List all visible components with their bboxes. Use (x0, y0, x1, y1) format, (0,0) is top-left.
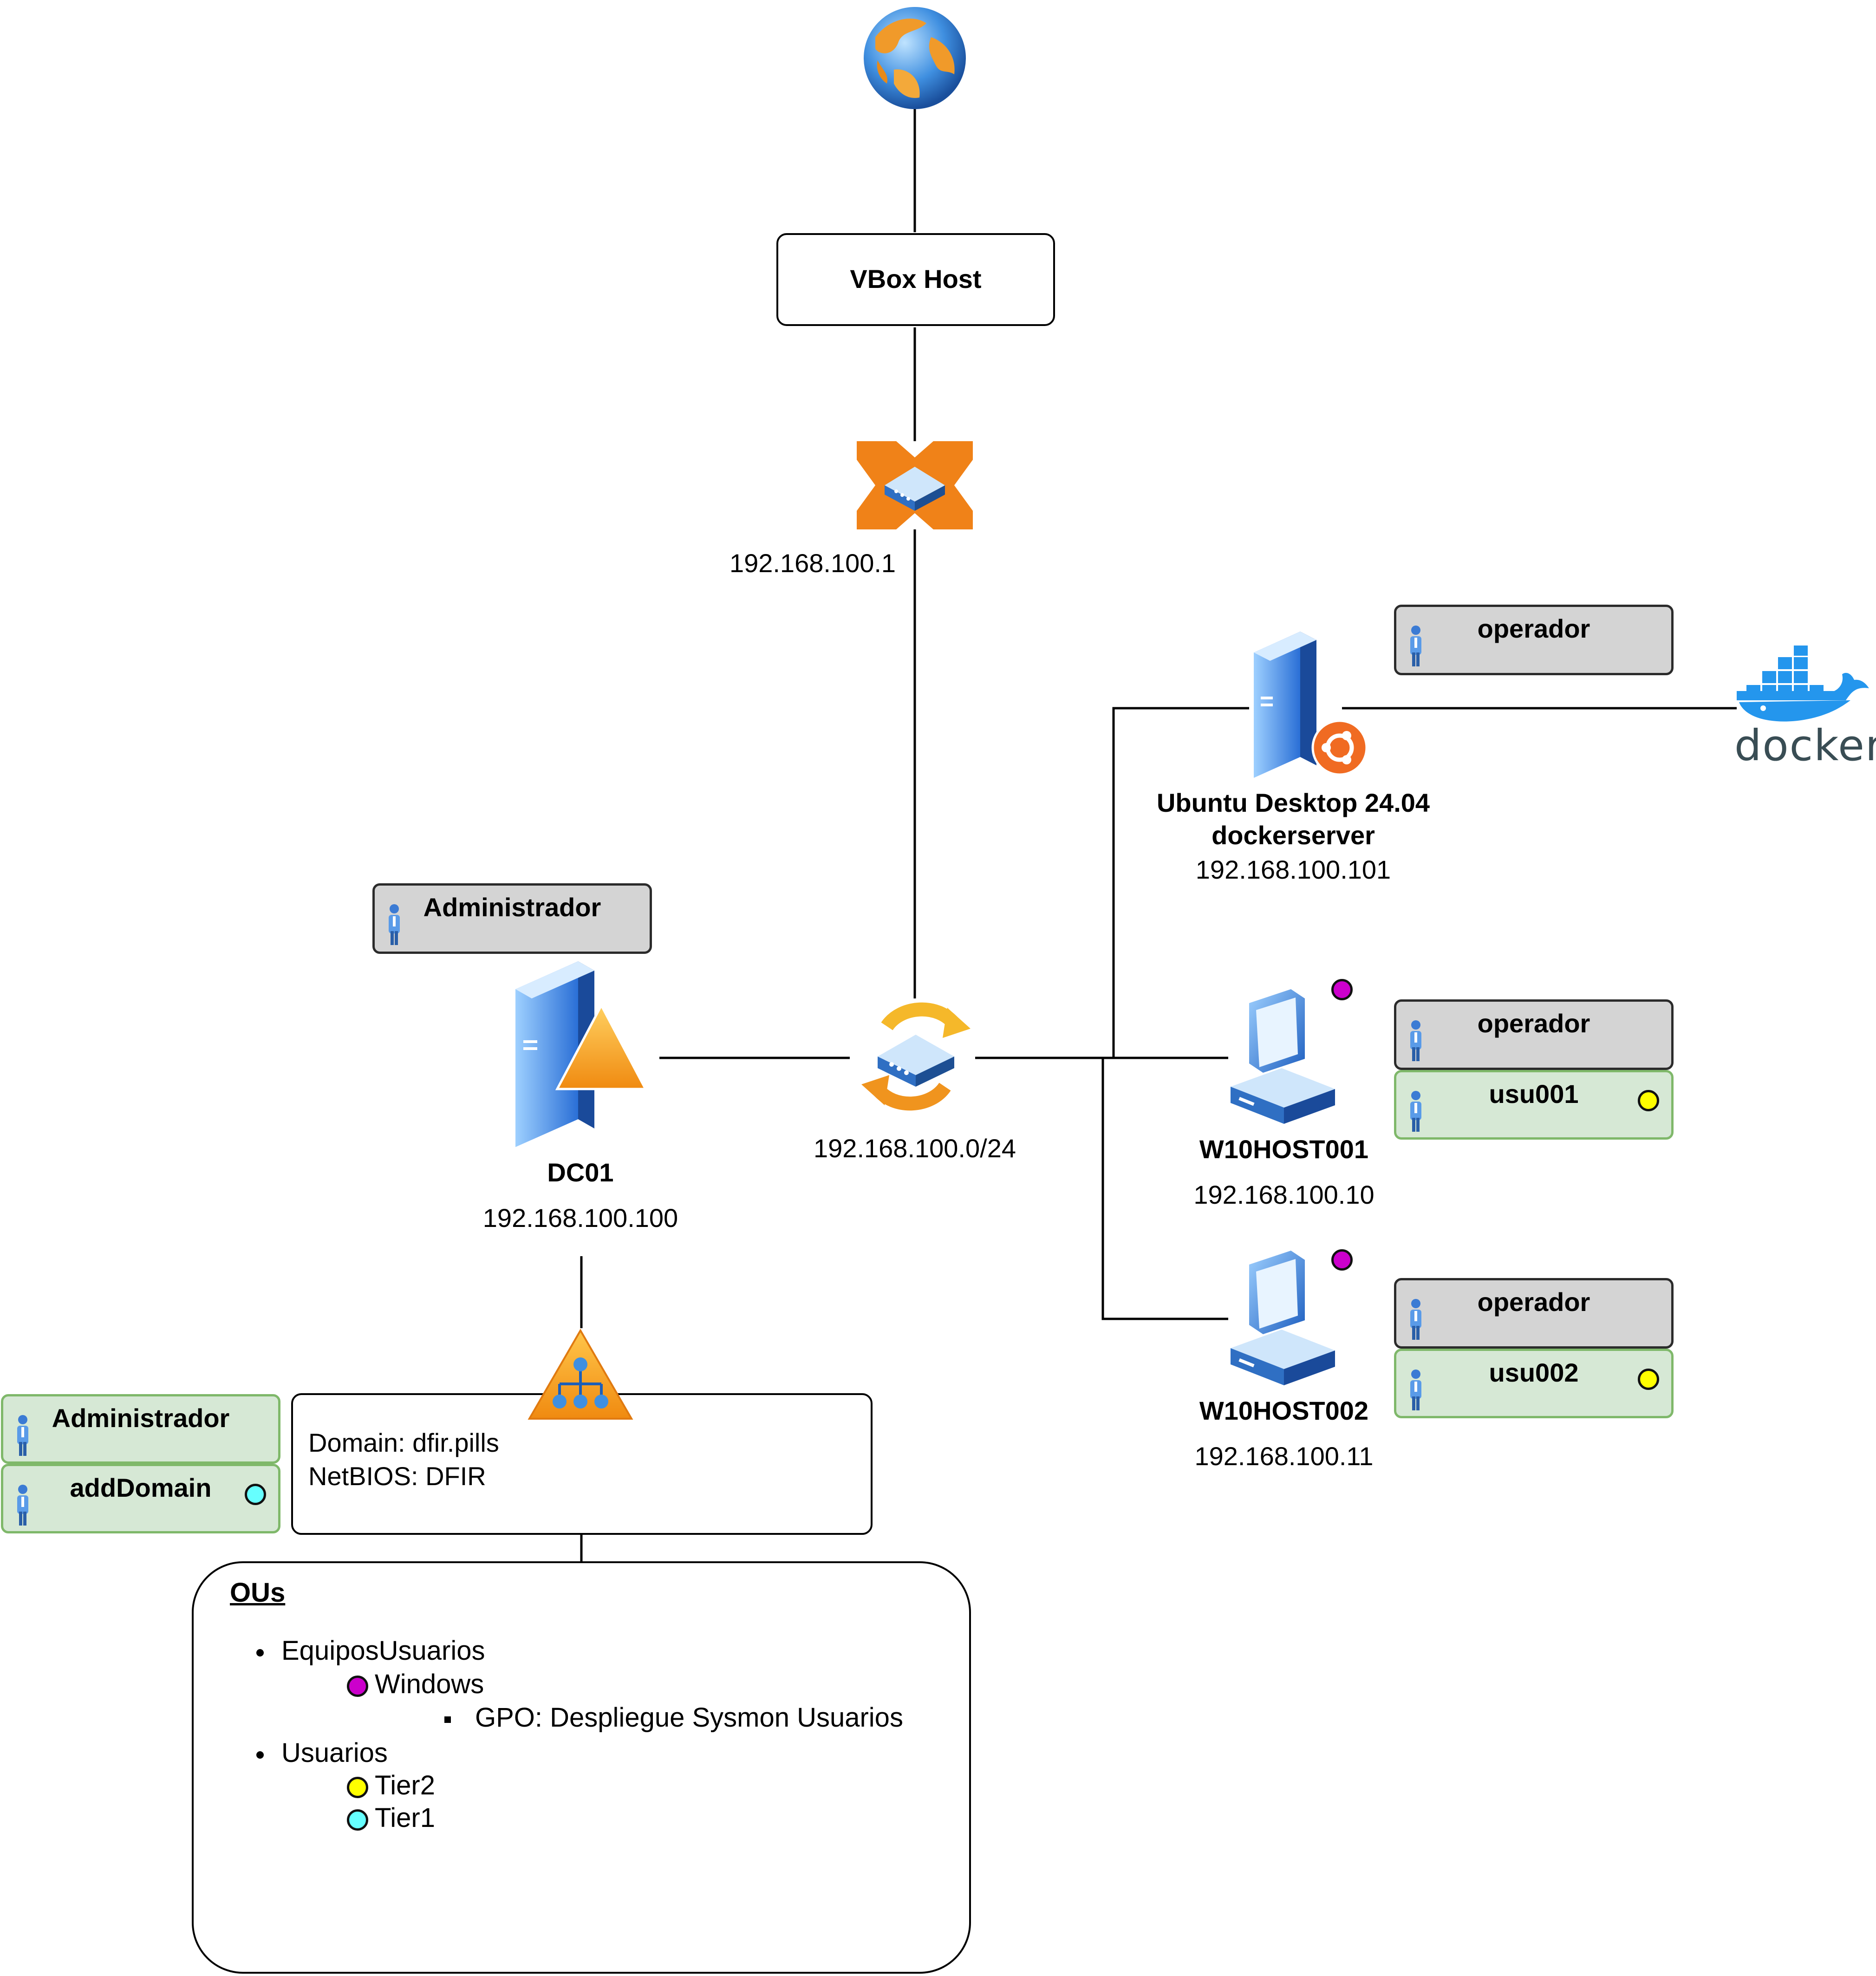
router-ip: 192.168.100.1 (729, 548, 896, 578)
user-icon (1410, 1091, 1421, 1132)
active-directory-domain-icon (527, 1328, 634, 1421)
dc01-name: DC01 (547, 1158, 614, 1187)
workstation-pc-icon[interactable] (1231, 1251, 1337, 1385)
ou-usuarios: Usuarios (256, 1737, 388, 1768)
ou-tier1: Tier1 (347, 1802, 435, 1833)
w10host001-ip: 192.168.100.10 (1193, 1180, 1374, 1209)
w10host001-user-operador-label: operador (1477, 1009, 1590, 1038)
ous-box[interactable]: OUs EquiposUsuarios Windows GPO: Desplie… (192, 1561, 971, 1974)
user-icon (389, 904, 400, 945)
router-icon[interactable] (857, 441, 973, 529)
ou-gpo-sysmon: GPO: Despliegue Sysmon Usuarios (444, 1702, 903, 1733)
bullet-icon (256, 1751, 264, 1759)
ubuntu-user-label: operador (1477, 614, 1590, 643)
workstation-pc-icon[interactable] (1231, 989, 1337, 1124)
switch-subnet: 192.168.100.0/24 (814, 1134, 1016, 1163)
tier2-marker (1638, 1090, 1659, 1111)
ubuntu-name-line1: Ubuntu Desktop 24.04 (1156, 788, 1430, 817)
domain-controller-server-icon[interactable] (513, 961, 648, 1152)
domain-user-administrador[interactable]: Administrador (1, 1394, 280, 1464)
dc01-user-label: Administrador (423, 893, 601, 922)
user-icon (1410, 626, 1421, 666)
link-switch-ubuntu (1112, 707, 1249, 1058)
ou-tier2: Tier2 (347, 1770, 435, 1801)
link-switch-w10host002 (1101, 1058, 1228, 1320)
domain-user-adddomain[interactable]: addDomain (1, 1464, 280, 1533)
w10host001-user-usu001[interactable]: usu001 (1394, 1070, 1674, 1140)
switch-icon[interactable] (854, 998, 977, 1115)
user-icon (1410, 1020, 1421, 1061)
windows-ou-marker (1331, 979, 1353, 1000)
domain-user-administrador-label: Administrador (52, 1403, 230, 1433)
tier1-marker (347, 1809, 368, 1831)
w10host001-user-operador[interactable]: operador (1394, 999, 1674, 1070)
tier2-marker (347, 1776, 368, 1798)
ubuntu-user-operador[interactable]: operador (1394, 605, 1674, 675)
ubuntu-server-icon[interactable] (1249, 632, 1370, 780)
w10host001-name: W10HOST001 (1199, 1135, 1369, 1164)
tier2-marker (1638, 1369, 1659, 1390)
docker-logo: docker (1734, 646, 1876, 770)
domain-user-adddomain-label: addDomain (70, 1473, 212, 1502)
w10host002-name: W10HOST002 (1199, 1396, 1369, 1425)
w10host001-user-usu001-label: usu001 (1489, 1079, 1579, 1109)
user-icon (1410, 1299, 1421, 1340)
user-icon (1410, 1370, 1421, 1410)
user-icon (17, 1485, 28, 1526)
globe-icon (861, 5, 968, 111)
ubuntu-ip: 192.168.100.101 (1195, 855, 1391, 884)
domain-name-line: Domain: dfir.pills (308, 1428, 499, 1457)
dc01-ip: 192.168.100.100 (482, 1203, 678, 1233)
user-icon (17, 1415, 28, 1456)
ou-windows: Windows (347, 1669, 484, 1700)
ubuntu-name-line2: dockerserver (1212, 821, 1375, 850)
dc01-user-administrador[interactable]: Administrador (372, 883, 652, 954)
vbox-host-label: VBox Host (850, 264, 982, 293)
bullet-icon (256, 1649, 264, 1656)
square-bullet-icon (444, 1716, 451, 1723)
w10host002-user-usu002[interactable]: usu002 (1394, 1349, 1674, 1418)
w10host002-user-operador-label: operador (1477, 1287, 1590, 1317)
ou-equiposusuarios: EquiposUsuarios (256, 1635, 485, 1666)
windows-ou-marker (347, 1675, 368, 1697)
ous-title: OUs (230, 1578, 286, 1608)
tier1-marker (245, 1484, 266, 1505)
docker-wordmark: docker (1734, 721, 1876, 770)
vbox-host-node[interactable]: VBox Host (776, 233, 1055, 326)
w10host002-user-usu002-label: usu002 (1489, 1358, 1579, 1387)
w10host002-user-operador[interactable]: operador (1394, 1278, 1674, 1349)
domain-netbios-line: NetBIOS: DFIR (308, 1461, 486, 1491)
w10host002-ip: 192.168.100.11 (1194, 1441, 1374, 1471)
windows-ou-marker (1331, 1249, 1353, 1271)
